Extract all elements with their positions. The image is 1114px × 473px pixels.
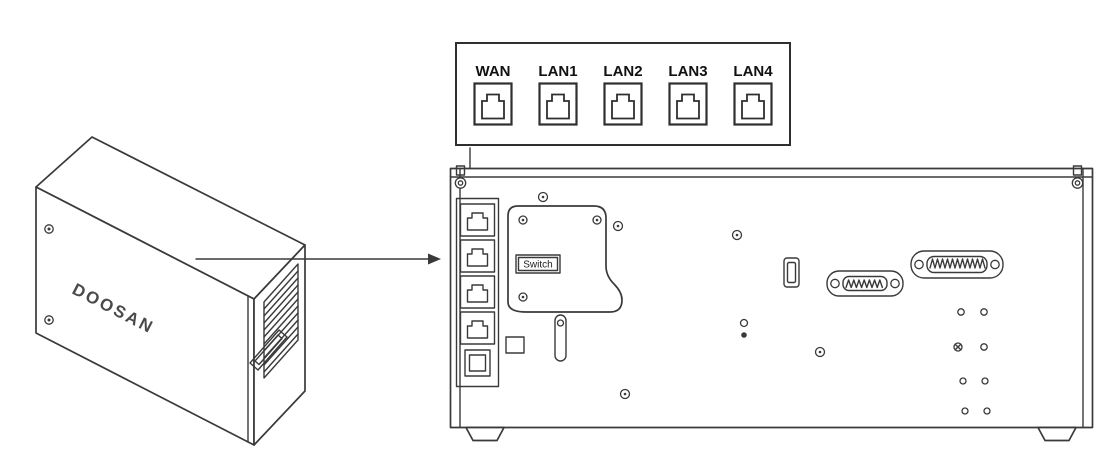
- rj45-port-icon: [473, 81, 513, 126]
- device-slot: [249, 329, 288, 371]
- port-label-lan2: LAN2: [603, 62, 643, 80]
- db25-connector: [910, 250, 1004, 279]
- rear-panel: Switch: [449, 165, 1094, 442]
- port-label-lan1: LAN1: [538, 62, 578, 80]
- callout-port-lan2: LAN2: [595, 63, 652, 126]
- panel-feet: [465, 426, 1077, 442]
- db9-connector: [826, 270, 904, 297]
- panel-cutouts: [505, 314, 567, 362]
- callout-port-lan3: LAN3: [660, 63, 717, 126]
- port-label-lan4: LAN4: [733, 62, 773, 80]
- rj45-port-icon: [668, 81, 708, 126]
- port-label-lan3: LAN3: [668, 62, 708, 80]
- panel-screws: [537, 191, 826, 400]
- switch-label-box: [515, 254, 561, 274]
- callout-port-wan: WAN: [465, 63, 522, 126]
- pointer-arrow: [195, 253, 441, 265]
- network-port-strip: [455, 197, 500, 388]
- mounting-bolt-right: [1071, 165, 1084, 189]
- device-screws: [44, 224, 54, 325]
- switch-module: Switch: [507, 205, 623, 313]
- callout-port-lan1: LAN1: [530, 63, 587, 126]
- device-illustration: DOOSAN: [35, 136, 306, 446]
- rj45-port-icon: [603, 81, 643, 126]
- mounting-bolt-left: [454, 165, 467, 189]
- panel-holes-right: [953, 308, 991, 415]
- switch-label: Switch: [523, 260, 552, 271]
- ventilation-grille-icon: [263, 263, 299, 379]
- rj45-jack-lan4: [464, 349, 491, 377]
- network-ports-callout: WAN LAN1 LAN2 LAN3: [455, 42, 791, 146]
- callout-port-lan4: LAN4: [725, 63, 782, 126]
- display-port: [783, 257, 800, 288]
- rj45-port-icon: [538, 81, 578, 126]
- rj45-port-icon: [733, 81, 773, 126]
- port-label-wan: WAN: [475, 62, 511, 80]
